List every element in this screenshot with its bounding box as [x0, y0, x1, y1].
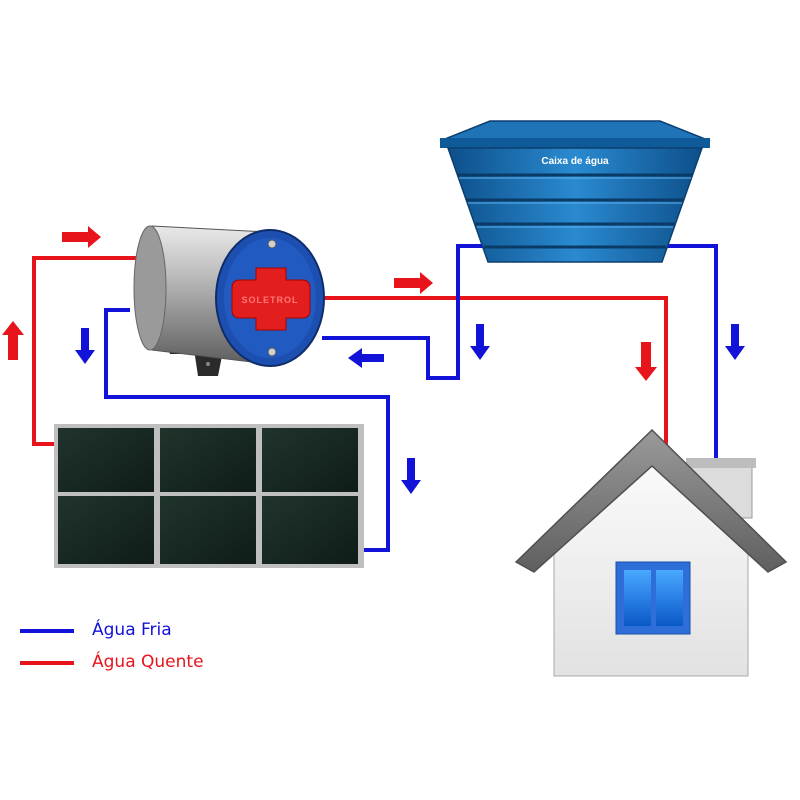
- cold-arrow-down-icon: [401, 458, 421, 494]
- cold-pipe-tank-to-heater: [322, 244, 492, 380]
- tank-rib-highlights: [459, 177, 691, 228]
- hot-arrow-up-icon: [2, 321, 24, 360]
- legend-swatch-cold: [20, 629, 74, 633]
- heater-left-cap: [133, 225, 167, 351]
- legend-swatch-hot: [20, 661, 74, 665]
- hot-arrow-right-icon: [394, 272, 433, 294]
- solar-panel: [160, 428, 256, 492]
- legend-label-hot: Água Quente: [92, 652, 204, 672]
- flow-arrows: [2, 226, 745, 494]
- solar-panel: [262, 496, 358, 564]
- water-tank: Caixa de água: [439, 120, 711, 263]
- solar-panel: [160, 496, 256, 564]
- heater-fitting: [267, 239, 277, 249]
- solar-panel: [58, 496, 154, 564]
- hot-water-pipes: [32, 256, 668, 448]
- tank-label: Caixa de água: [541, 156, 609, 167]
- solar-panel: [262, 428, 358, 492]
- hot-arrow-right-icon: [62, 226, 101, 248]
- heater-fitting: [267, 347, 277, 357]
- house-window-pane: [624, 570, 651, 626]
- hot-pipe-heater-to-house: [322, 296, 668, 448]
- tank-ribs: [457, 173, 693, 249]
- cold-pipe-tank-to-house: [660, 244, 718, 470]
- cold-pipe-heater-to-collector: [104, 308, 390, 552]
- house-window-pane: [656, 570, 683, 626]
- hot-pipe-collector-to-heater: [32, 256, 140, 446]
- house-roof: [514, 428, 788, 573]
- cold-arrow-down-icon: [470, 324, 490, 360]
- heater-red-cover: [231, 267, 311, 331]
- legend-item-cold-water: Água Fria: [20, 618, 280, 644]
- cold-arrow-left-icon: [348, 348, 384, 368]
- tank-rim: [440, 138, 710, 148]
- cold-water-pipes: [104, 244, 718, 552]
- legend-label-cold: Água Fria: [92, 620, 172, 640]
- cold-arrow-down-icon: [725, 324, 745, 360]
- legend: Água Fria Água Quente: [20, 618, 280, 682]
- hot-arrow-down-icon: [635, 342, 657, 381]
- house: [514, 428, 788, 677]
- cold-arrow-down-icon: [75, 328, 95, 364]
- legend-item-hot-water: Água Quente: [20, 650, 280, 676]
- solar-panel: [58, 428, 154, 492]
- solar-collector-panels: [54, 424, 364, 568]
- water-heater: SOLETROL: [133, 225, 325, 376]
- heater-brand-label: SOLETROL: [242, 295, 299, 305]
